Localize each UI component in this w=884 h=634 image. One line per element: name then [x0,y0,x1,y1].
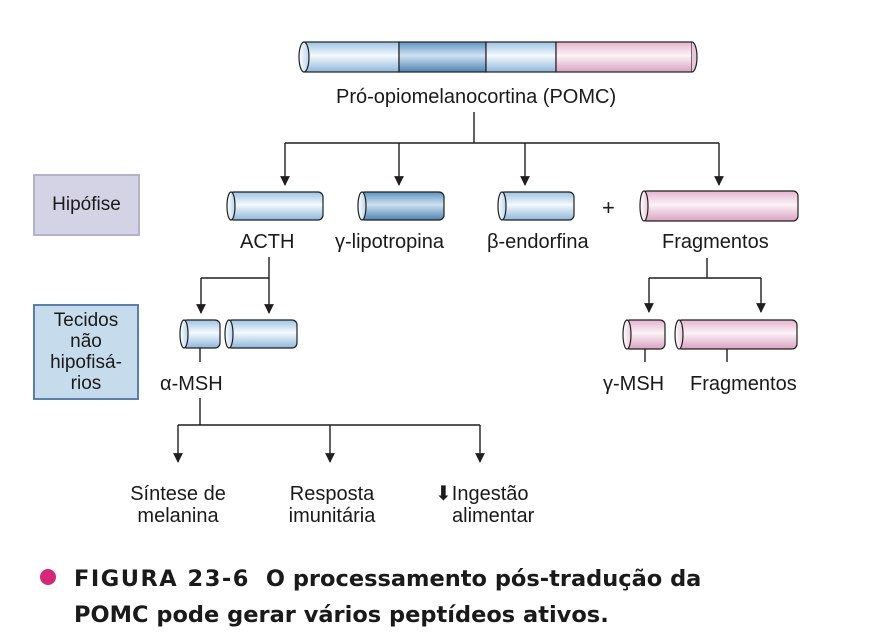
figure-caption: FIGURA 23-6 O processamento pós-tradução … [40,561,820,633]
fragments-branch-lines [644,258,766,313]
effect-ingestao-line-2: alimentar [452,505,535,527]
endorphin-cylinder [497,191,575,221]
fragments-second-label: Fragmentos [690,373,797,395]
pomc-segment-lipotropin [398,41,487,73]
acth-branch-lines [196,257,274,314]
pomc-right-cap [691,41,698,73]
gamma-msh-cylinder [622,319,666,350]
tecidos-label: Tecidos não hipofisá- rios [50,310,122,394]
effect-imunitaria: Resposta imunitária [272,483,392,527]
alpha-msh-cylinder [179,319,221,349]
pomc-label: Pró-opiomelanocortina (POMC) [336,86,617,108]
clip-cylinder [224,319,298,349]
tecidos-line-3: hipofisá- [50,352,122,373]
effect-imunitaria-line-1: Resposta [289,483,375,505]
effect-melanina-line-1: Síntese de [130,483,226,505]
figure-number: FIGURA 23-6 [74,566,250,592]
pomc-segment-acth [303,41,400,73]
tecidos-line-4: rios [70,373,102,394]
lipotropin-label: γ-lipotropina [335,231,444,253]
pomc-cylinder [298,41,698,73]
plus-sign: + [602,195,615,220]
effect-melanina: Síntese de melanina [118,483,238,527]
tecidos-line-2: não [70,331,102,352]
caption-line-2: POMC pode gerar vários peptídeos ativos. [74,602,609,628]
effect-melanina-line-2: melanina [137,505,219,527]
caption-line-1: O processamento pós-tradução da [265,566,702,592]
caption-bullet-icon [40,569,56,585]
fragments-small-cylinder [674,319,798,350]
effect-ingestao-line-1: Ingestão [451,483,529,505]
pomc-branch-lines [280,112,724,186]
effect-imunitaria-line-2: imunitária [288,505,376,527]
pomc-left-cap [298,41,310,73]
tecidos-line-1: Tecidos [53,310,119,331]
alpha-msh-label: α-MSH [160,373,223,395]
hipofise-label: Hipófise [52,194,121,215]
fragments-cylinder [639,190,799,222]
gamma-msh-label: γ-MSH [603,373,665,395]
fragments-label: Fragmentos [662,231,769,253]
down-arrow-icon: ⬇ [435,483,452,505]
lipotropin-cylinder [357,191,445,221]
pomc-segment-endorphin [485,41,557,73]
tecidos-box: Tecidos não hipofisá- rios [33,304,139,400]
endorphin-label: β-endorfina [487,231,589,253]
alpha-msh-effect-lines [173,398,485,463]
pomc-segment-fragments [555,41,693,73]
acth-label: ACTH [240,231,295,253]
effect-ingestao: ⬇Ingestão alimentar [435,483,534,527]
hipofise-box: Hipófise [33,174,140,236]
acth-cylinder [226,191,324,221]
